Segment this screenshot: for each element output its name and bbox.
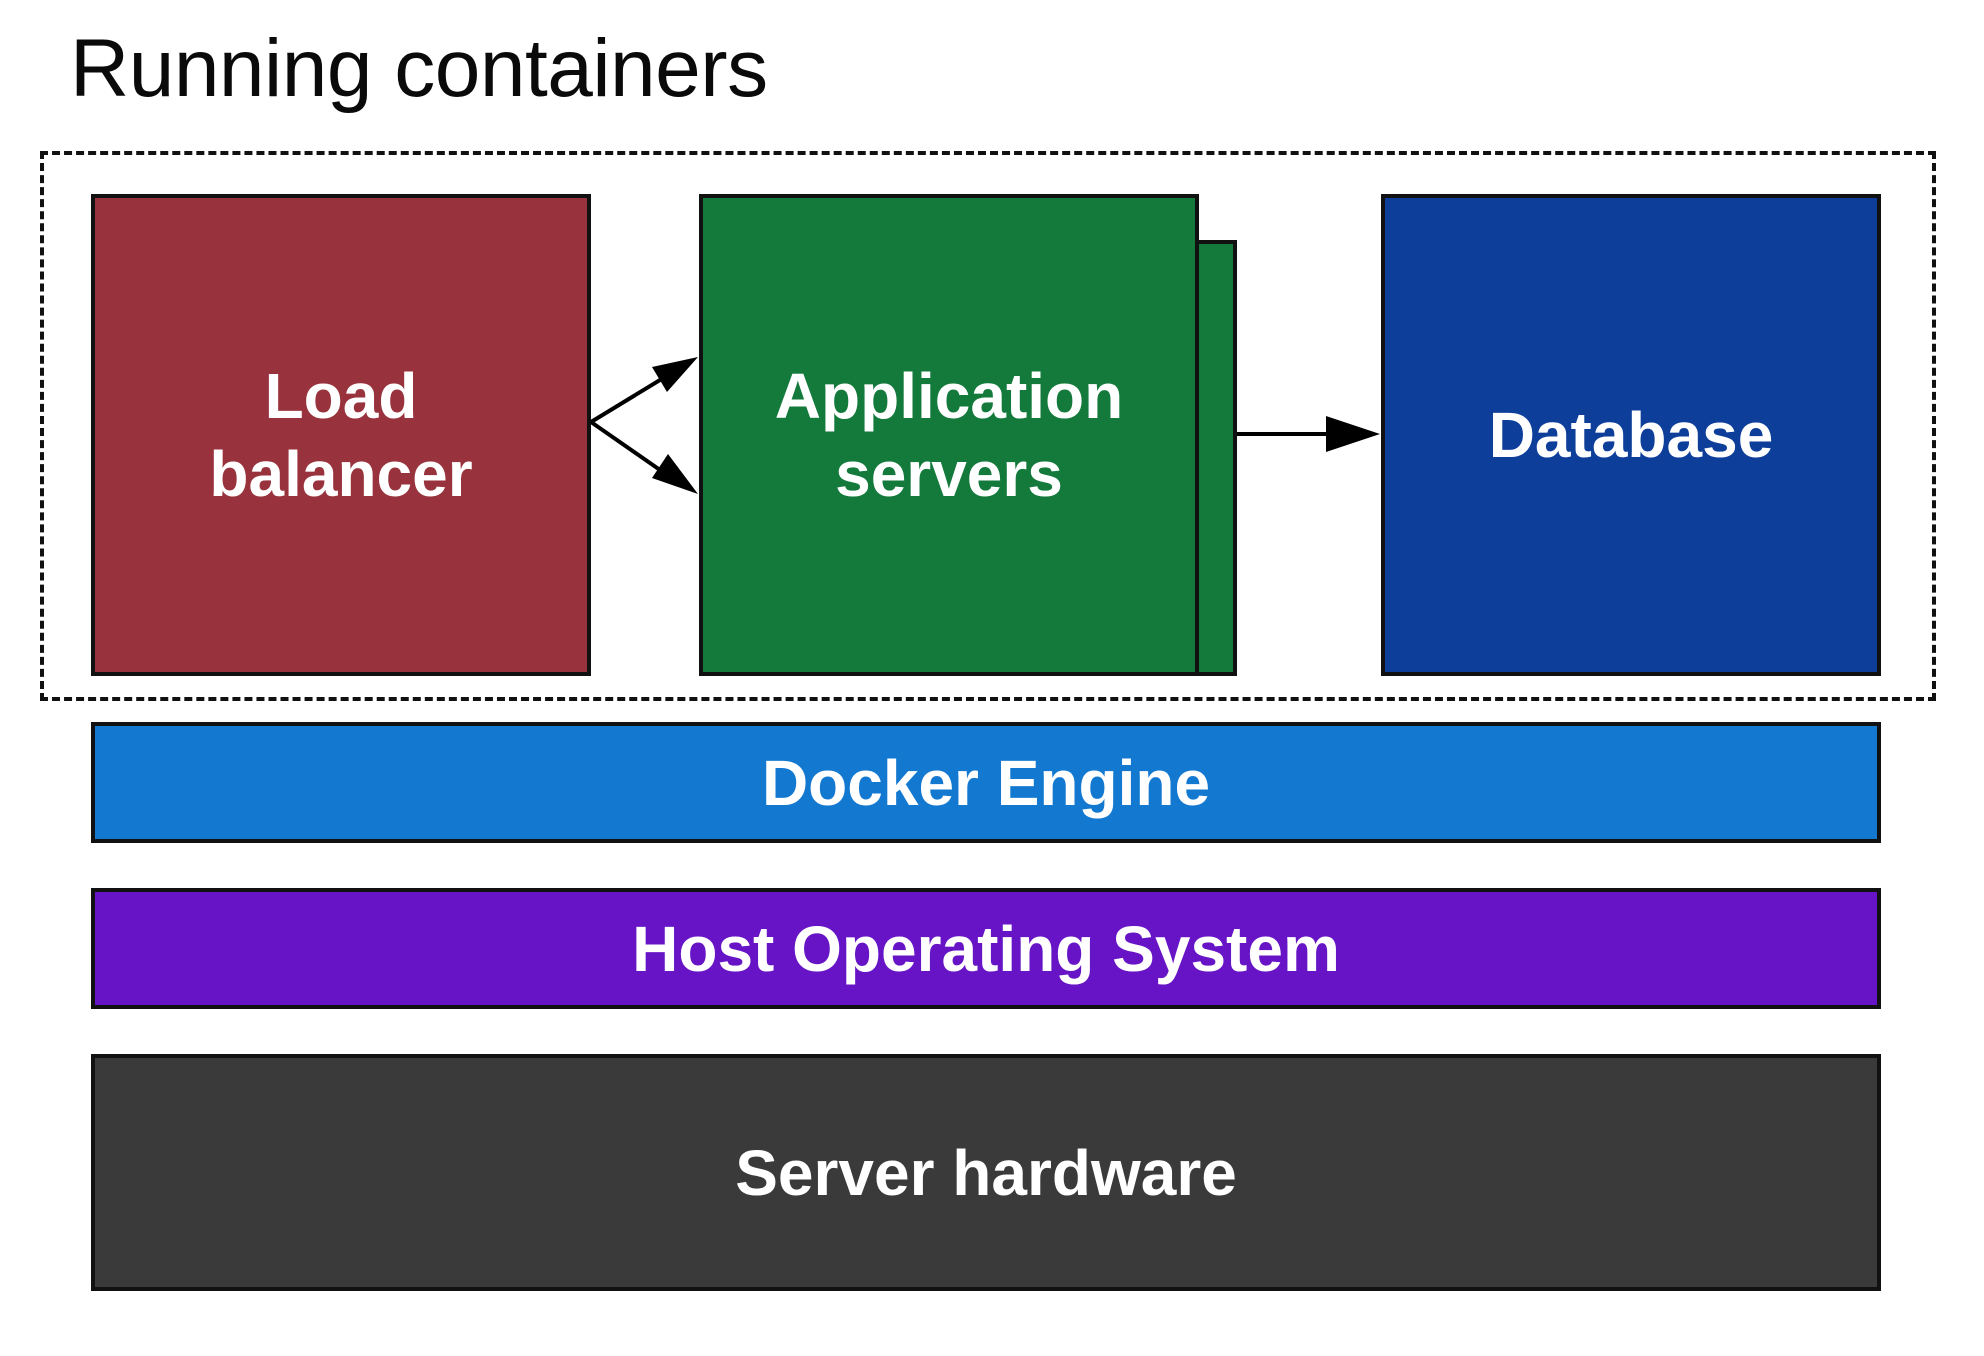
load-balancer-box: Load balancer bbox=[91, 194, 591, 676]
docker-engine-label: Docker Engine bbox=[761, 746, 1211, 819]
database-box: Database bbox=[1381, 194, 1881, 676]
running-containers-group bbox=[40, 151, 1936, 701]
application-servers-label-line1: Application bbox=[774, 360, 1124, 432]
host-os-label: Host Operating System bbox=[632, 912, 1340, 985]
server-hardware-label: Server hardware bbox=[735, 1136, 1237, 1209]
load-balancer-label-line2: balancer bbox=[209, 438, 473, 510]
diagram-title: Running containers bbox=[70, 23, 768, 114]
load-balancer-label-line1: Load bbox=[264, 360, 418, 432]
application-servers-box: Application servers bbox=[699, 194, 1199, 676]
server-hardware-layer: Server hardware bbox=[91, 1054, 1881, 1291]
docker-engine-layer: Docker Engine bbox=[91, 722, 1881, 843]
host-os-layer: Host Operating System bbox=[91, 888, 1881, 1009]
database-label: Database bbox=[1488, 399, 1774, 471]
application-servers-label-line2: servers bbox=[835, 438, 1063, 510]
